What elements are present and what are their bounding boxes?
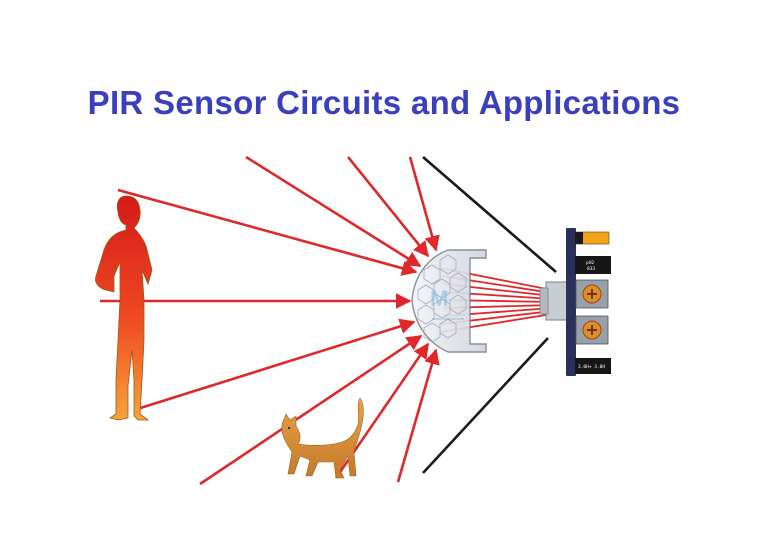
watermark-logo: M [430, 286, 448, 311]
page-title: PIR Sensor Circuits and Applications [87, 84, 681, 121]
ray-top-1 [245, 155, 422, 268]
ray-person-head [117, 188, 418, 276]
chip-top-sublabel: 833 [587, 266, 595, 272]
detection-boundary-top [422, 156, 557, 273]
ray-top-2 [346, 156, 430, 258]
chip-bottom-label: 3.0H+ 3.0H [578, 364, 605, 370]
fresnel-lens-icon: M www.nextpcb.com [411, 249, 487, 353]
ray-bottom-3 [396, 348, 440, 483]
watermark-url: www.nextpcb.com [432, 316, 465, 321]
cat-icon [281, 397, 364, 479]
person-silhouette-icon [95, 195, 153, 421]
detection-boundary-bottom [422, 337, 549, 474]
pyroelectric-sensor-icon [539, 281, 569, 321]
ray-top-3 [408, 156, 440, 252]
infrared-rays [100, 155, 440, 486]
chip-top-label: pH2 [586, 260, 594, 266]
pir-sensor-board-icon: pH2 833 3.0H+ 3.0H [566, 228, 611, 376]
ray-bottom-1 [199, 334, 423, 486]
ray-person-feet [133, 318, 416, 412]
